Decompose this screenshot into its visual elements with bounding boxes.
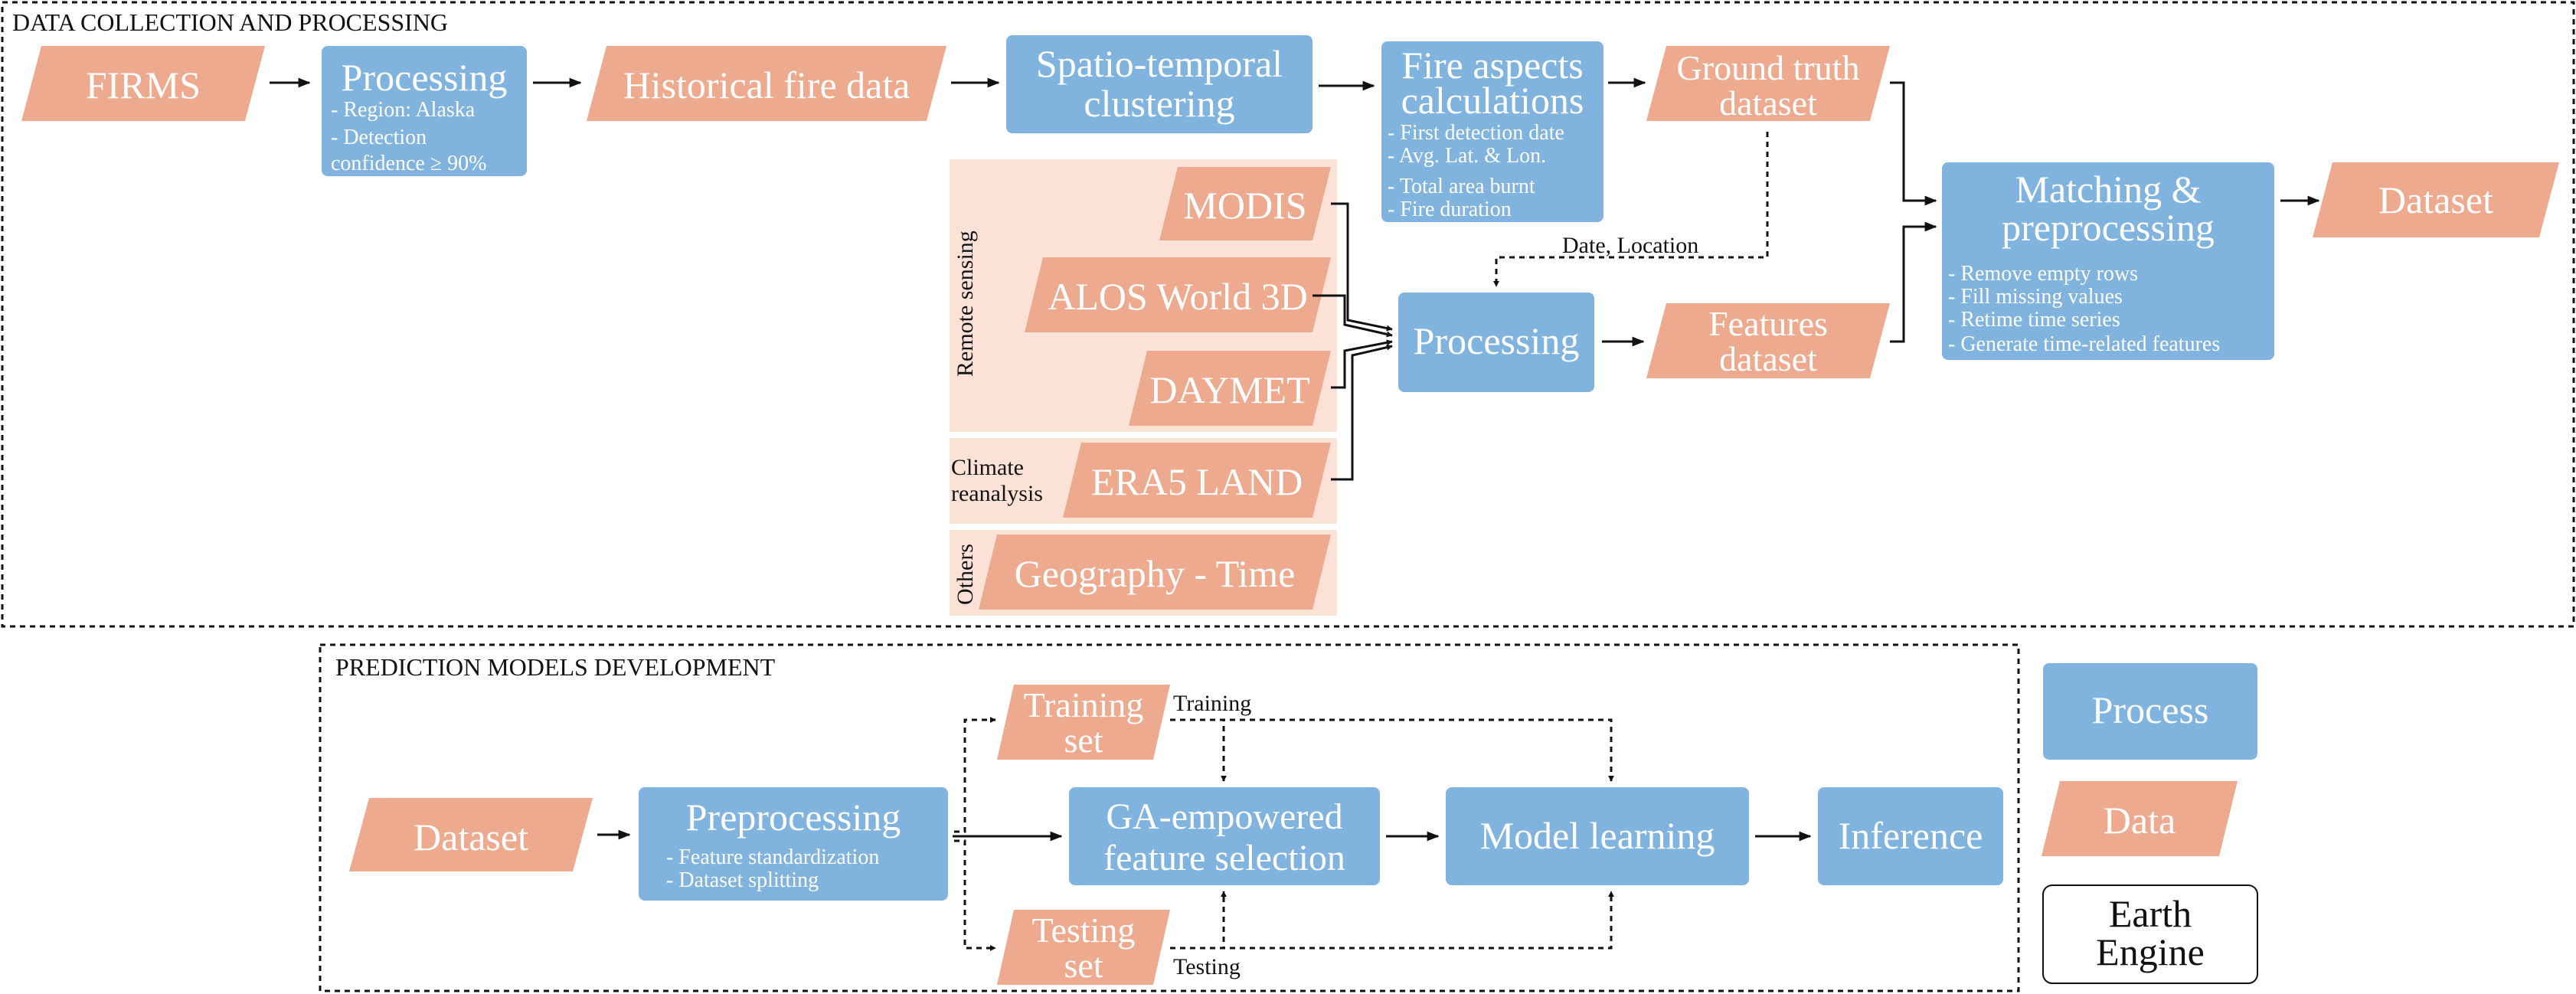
arrow-testing-model bbox=[1170, 891, 1614, 950]
svg-text:- Detection: - Detection bbox=[331, 126, 427, 149]
historical-fire-data-node: Historical fire data bbox=[587, 46, 946, 121]
dataset-input-node: Dataset bbox=[349, 798, 593, 871]
svg-text:- Retime time series: - Retime time series bbox=[1948, 308, 2120, 332]
arrow-daymet-processing2 bbox=[1331, 339, 1393, 389]
legend-data: Data bbox=[2042, 781, 2238, 856]
alos-node: ALOS World 3D bbox=[1025, 257, 1331, 332]
svg-text:preprocessing: preprocessing bbox=[2002, 206, 2215, 249]
daymet-node: DAYMET bbox=[1129, 351, 1331, 426]
svg-text:Fire aspects: Fire aspects bbox=[1401, 44, 1583, 87]
date-location-label: Date, Location bbox=[1562, 233, 1698, 258]
remote-sensing-label: Remote sensing bbox=[953, 231, 978, 377]
svg-text:- First detection date: - First detection date bbox=[1388, 121, 1564, 145]
svg-text:Dataset: Dataset bbox=[414, 816, 528, 858]
model-learning-node: Model learning bbox=[1446, 787, 1749, 885]
svg-text:Training: Training bbox=[1024, 685, 1144, 724]
others-label: Others bbox=[953, 544, 978, 605]
svg-text:Spatio-temporal: Spatio-temporal bbox=[1036, 42, 1283, 85]
svg-text:calculations: calculations bbox=[1401, 79, 1584, 122]
training-edge-label: Training bbox=[1173, 691, 1251, 716]
svg-text:clustering: clustering bbox=[1084, 82, 1234, 125]
svg-text:dataset: dataset bbox=[1719, 83, 1817, 123]
arrow-preprocessing-testing bbox=[954, 839, 996, 951]
svg-text:Model learning: Model learning bbox=[1480, 814, 1715, 857]
svg-text:- Dataset splitting: - Dataset splitting bbox=[666, 868, 819, 892]
era5-land-node: ERA5 LAND bbox=[1063, 443, 1331, 518]
svg-text:Process: Process bbox=[2092, 688, 2209, 731]
modis-node: MODIS bbox=[1159, 167, 1331, 240]
svg-text:FIRMS: FIRMS bbox=[86, 64, 201, 106]
clustering-node: Spatio-temporal clustering bbox=[1006, 35, 1313, 133]
arrow-modis-processing2 bbox=[1331, 202, 1393, 332]
svg-text:Data: Data bbox=[2104, 799, 2176, 842]
climate-label-line1: Climate bbox=[951, 455, 1024, 480]
prediction-section-frame bbox=[319, 643, 2020, 992]
svg-text:ALOS World 3D: ALOS World 3D bbox=[1048, 275, 1308, 318]
inference-node: Inference bbox=[1818, 787, 2003, 885]
svg-text:- Remove empty rows: - Remove empty rows bbox=[1948, 262, 2138, 286]
dataset-output-node: Dataset bbox=[2313, 162, 2559, 237]
svg-text:Preprocessing: Preprocessing bbox=[686, 796, 901, 839]
svg-text:- Avg. Lat. & Lon.: - Avg. Lat. & Lon. bbox=[1388, 144, 1546, 168]
svg-text:set: set bbox=[1064, 721, 1103, 760]
svg-text:- Fill missing values: - Fill missing values bbox=[1948, 285, 2123, 309]
svg-text:DAYMET: DAYMET bbox=[1149, 368, 1309, 411]
svg-text:ERA5 LAND: ERA5 LAND bbox=[1091, 460, 1303, 503]
collection-section-title: DATA COLLECTION AND PROCESSING bbox=[12, 8, 448, 36]
preprocessing-node: Preprocessing - Feature standardization … bbox=[639, 787, 948, 901]
climate-label-line2: reanalysis bbox=[951, 481, 1043, 506]
svg-text:Inference: Inference bbox=[1839, 814, 1983, 857]
features-dataset-node: Features dataset bbox=[1646, 303, 1890, 378]
arrow-training-model bbox=[1170, 718, 1614, 782]
svg-text:Matching &: Matching & bbox=[2015, 168, 2201, 211]
geography-time-node: Geography - Time bbox=[979, 535, 1331, 610]
fire-aspects-node: Fire aspects calculations - First detect… bbox=[1381, 41, 1603, 222]
svg-text:set: set bbox=[1064, 946, 1103, 985]
training-set-node: Training set bbox=[997, 685, 1170, 760]
prediction-section-title: PREDICTION MODELS DEVELOPMENT bbox=[335, 653, 776, 681]
svg-text:Features: Features bbox=[1708, 304, 1828, 343]
processing2-node: Processing bbox=[1398, 293, 1594, 392]
arrow-testing-ga bbox=[1170, 891, 1227, 950]
arrow-preprocessing-training bbox=[954, 717, 996, 833]
arrow-features-matching bbox=[1890, 221, 1937, 343]
svg-text:dataset: dataset bbox=[1719, 339, 1817, 378]
ground-truth-dataset-node: Ground truth dataset bbox=[1646, 46, 1890, 123]
svg-text:Testing: Testing bbox=[1032, 911, 1136, 950]
legend-process: Process bbox=[2043, 663, 2257, 760]
collection-section-frame bbox=[1, 1, 2575, 628]
testing-edge-label: Testing bbox=[1173, 954, 1241, 979]
svg-text:Processing: Processing bbox=[342, 56, 508, 99]
svg-text:Processing: Processing bbox=[1414, 319, 1580, 362]
legend-earth-engine: Earth Engine bbox=[2042, 884, 2258, 984]
svg-text:- Generate time-related featur: - Generate time-related features bbox=[1948, 332, 2220, 356]
matching-preprocessing-node: Matching & preprocessing - Remove empty … bbox=[1942, 162, 2274, 360]
ga-feature-selection-node: GA-empowered feature selection bbox=[1069, 787, 1380, 885]
svg-text:- Region: Alaska: - Region: Alaska bbox=[331, 98, 476, 122]
svg-text:- Total area burnt: - Total area burnt bbox=[1388, 175, 1535, 198]
svg-text:confidence ≥ 90%: confidence ≥ 90% bbox=[331, 152, 487, 175]
svg-text:Historical fire data: Historical fire data bbox=[623, 64, 910, 106]
svg-text:Dataset: Dataset bbox=[2378, 178, 2493, 221]
svg-text:GA-empowered: GA-empowered bbox=[1106, 796, 1342, 837]
arrow-alos-processing2 bbox=[1313, 294, 1393, 338]
svg-text:Engine: Engine bbox=[2096, 930, 2205, 973]
arrow-groundtruth-matching bbox=[1890, 81, 1937, 206]
svg-text:feature selection: feature selection bbox=[1103, 838, 1345, 878]
svg-text:MODIS: MODIS bbox=[1183, 184, 1306, 227]
arrow-groundtruth-processing2 bbox=[1493, 132, 1769, 287]
svg-text:- Fire duration: - Fire duration bbox=[1388, 198, 1512, 221]
arrow-era5-processing2 bbox=[1331, 344, 1393, 481]
arrow-training-ga bbox=[1170, 718, 1227, 782]
firms-node: FIRMS bbox=[21, 46, 265, 121]
processing1-node: Processing - Region: Alaska - Detection … bbox=[322, 46, 527, 176]
svg-text:Ground truth: Ground truth bbox=[1677, 48, 1860, 87]
svg-text:Earth: Earth bbox=[2109, 892, 2192, 935]
svg-text:- Feature standardization: - Feature standardization bbox=[666, 845, 879, 869]
svg-text:Geography - Time: Geography - Time bbox=[1015, 552, 1296, 595]
testing-set-node: Testing set bbox=[997, 910, 1170, 985]
